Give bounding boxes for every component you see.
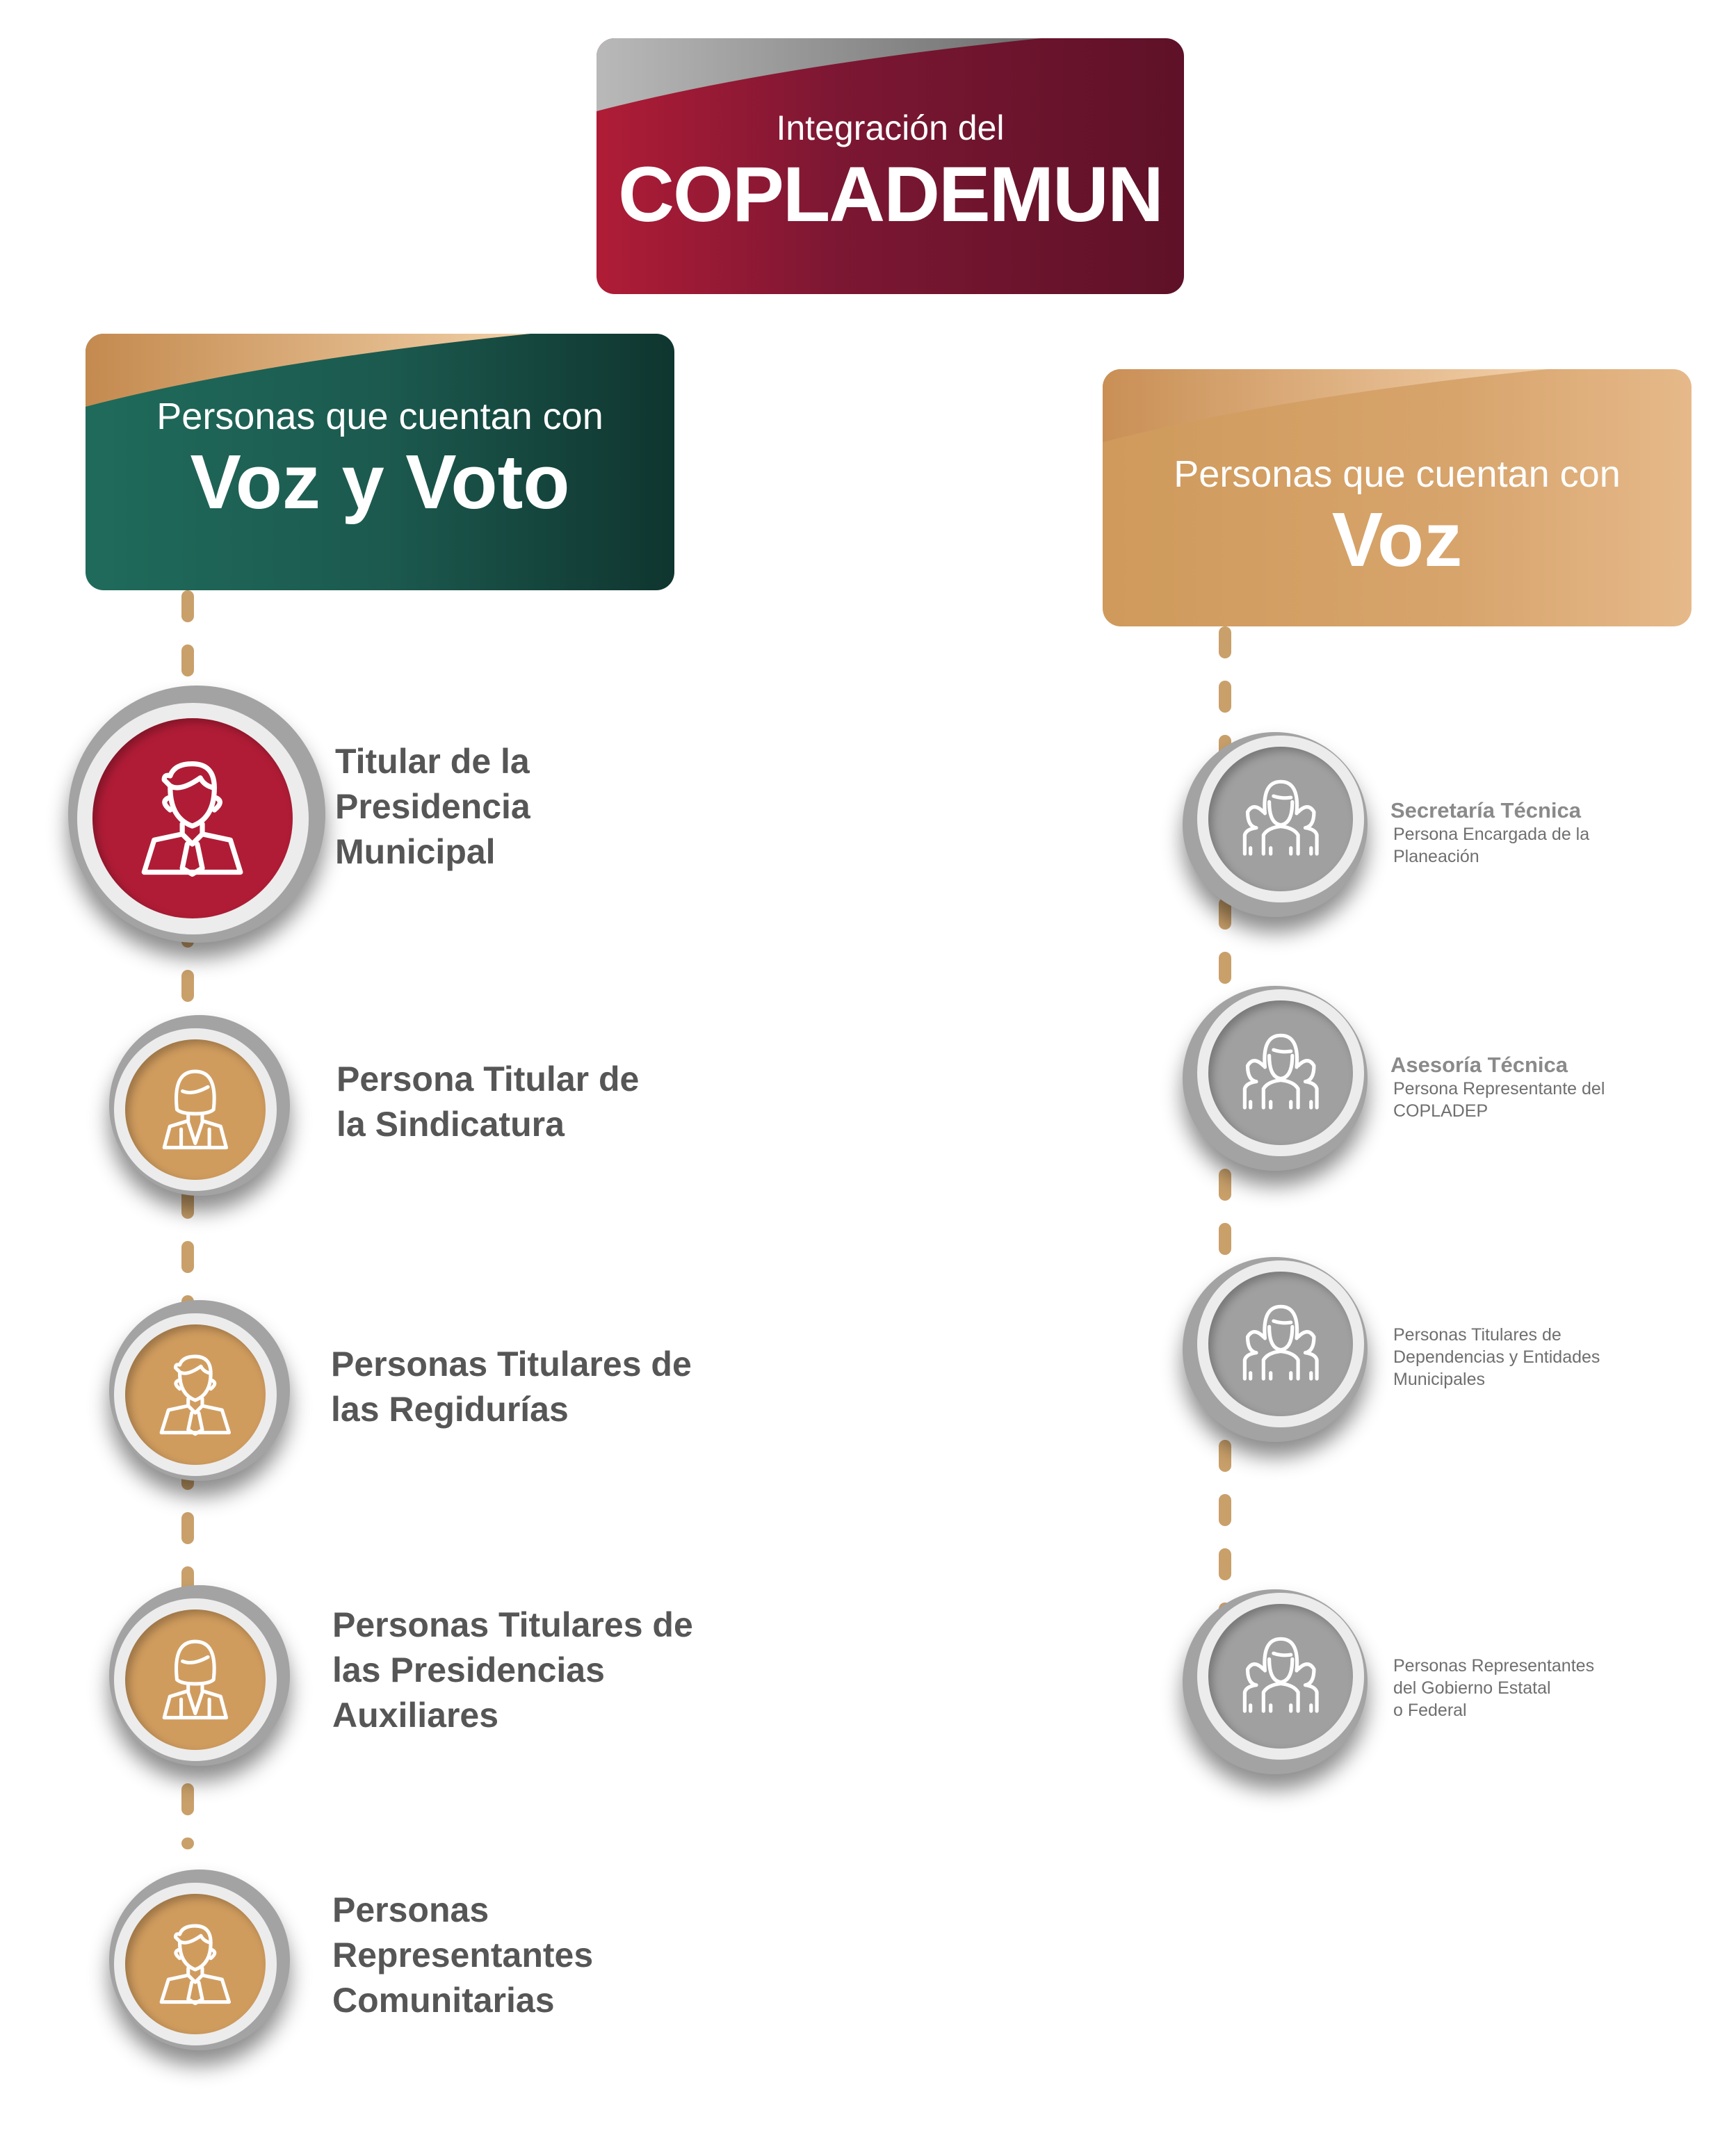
icon-badge	[109, 1015, 290, 1196]
member-label: Personas Titulares de las Regidurías	[331, 1342, 692, 1432]
member-label-line: Persona Encargada de la	[1393, 825, 1590, 844]
member-label-line: Persona Titular de	[336, 1060, 640, 1098]
member-label-line: la Sindicatura	[336, 1105, 565, 1144]
dash-segment	[1219, 626, 1231, 658]
member-label-line: COPLADEP	[1393, 1101, 1488, 1121]
dash-segment	[1219, 1494, 1231, 1526]
member-label-line: o Federal	[1393, 1701, 1467, 1720]
member-label-line: las Presidencias	[332, 1651, 605, 1689]
group-icon	[1208, 1272, 1353, 1416]
icon-badge	[1183, 1589, 1368, 1774]
member-label-line: Personas Titulares de	[331, 1345, 692, 1384]
member-label-line: las Regidurías	[331, 1390, 569, 1429]
group-icon	[1208, 1000, 1353, 1145]
man-icon	[92, 717, 293, 919]
dash-segment	[181, 1838, 194, 1849]
voz-y-voto-header: Personas que cuentan con Voz y Voto	[86, 334, 674, 590]
swoosh-decoration	[86, 334, 530, 407]
dash-segment	[1219, 1223, 1231, 1255]
icon-badge	[68, 686, 325, 943]
dash-segment	[181, 644, 194, 676]
member-label-line: Titular de la	[335, 742, 530, 781]
dash-segment	[1219, 898, 1231, 930]
dash-segment	[181, 1241, 194, 1273]
dash-segment	[1219, 1548, 1231, 1580]
title-line2: COPLADEMUN	[618, 151, 1164, 238]
dash-segment	[1219, 1440, 1231, 1472]
voz-line1: Personas que cuentan con	[1174, 453, 1621, 495]
member-label-line: Planeación	[1393, 847, 1479, 866]
member-label-line: Representantes	[332, 1936, 594, 1974]
dash-segment	[1219, 952, 1231, 984]
dash-segment	[181, 1512, 194, 1544]
woman-icon	[124, 1609, 266, 1751]
dash-segment	[181, 1783, 194, 1815]
voz-header: Personas que cuentan con Voz	[1103, 369, 1692, 626]
member-label-line: Personas Titulares de	[332, 1605, 693, 1644]
member-label-line: Dependencias y Entidades	[1393, 1347, 1600, 1367]
member-label-line: Presidencia	[335, 787, 530, 826]
group-icon	[1208, 1604, 1353, 1749]
member-label-line: Municipales	[1393, 1370, 1486, 1389]
member-label-line: Auxiliares	[332, 1696, 499, 1735]
member-label-line: Personas	[332, 1890, 489, 1929]
voz-y-voto-line1: Personas que cuentan con	[156, 396, 603, 437]
group-icon	[1208, 747, 1353, 891]
voz-line2: Voz	[1331, 497, 1463, 583]
icon-badge	[1183, 732, 1368, 917]
member-label-line: Persona Representante del	[1393, 1079, 1605, 1098]
icon-badge	[1183, 986, 1368, 1171]
member-heading: Asesoría Técnica	[1390, 1053, 1568, 1077]
member-label: Persona Titular de la Sindicatura	[336, 1057, 639, 1147]
title-banner: Integración del COPLADEMUN	[597, 38, 1184, 294]
member-label-line: Personas Representantes	[1393, 1656, 1595, 1676]
member-label-line: Personas Titulares de	[1393, 1325, 1561, 1345]
icon-badge	[109, 1300, 290, 1481]
woman-icon	[124, 1039, 266, 1181]
title-line1: Integración del	[776, 108, 1005, 147]
icon-badge	[109, 1870, 290, 2050]
dash-segment	[1219, 681, 1231, 713]
dash-segment	[181, 970, 194, 1002]
dash-segment	[1219, 1169, 1231, 1201]
member-label-line: Comunitarias	[332, 1981, 555, 2020]
icon-badge	[109, 1585, 290, 1766]
member-label-line: Municipal	[335, 832, 496, 871]
voz-y-voto-line2: Voz y Voto	[190, 439, 570, 525]
member-heading: Secretaría Técnica	[1390, 798, 1582, 822]
man-icon	[124, 1893, 266, 2035]
icon-badge	[1183, 1257, 1368, 1442]
man-icon	[124, 1324, 266, 1466]
swoosh-decoration	[597, 38, 1041, 111]
dash-segment	[181, 590, 194, 622]
member-label-line: del Gobierno Estatal	[1393, 1678, 1551, 1698]
swoosh-decoration	[1103, 369, 1548, 442]
